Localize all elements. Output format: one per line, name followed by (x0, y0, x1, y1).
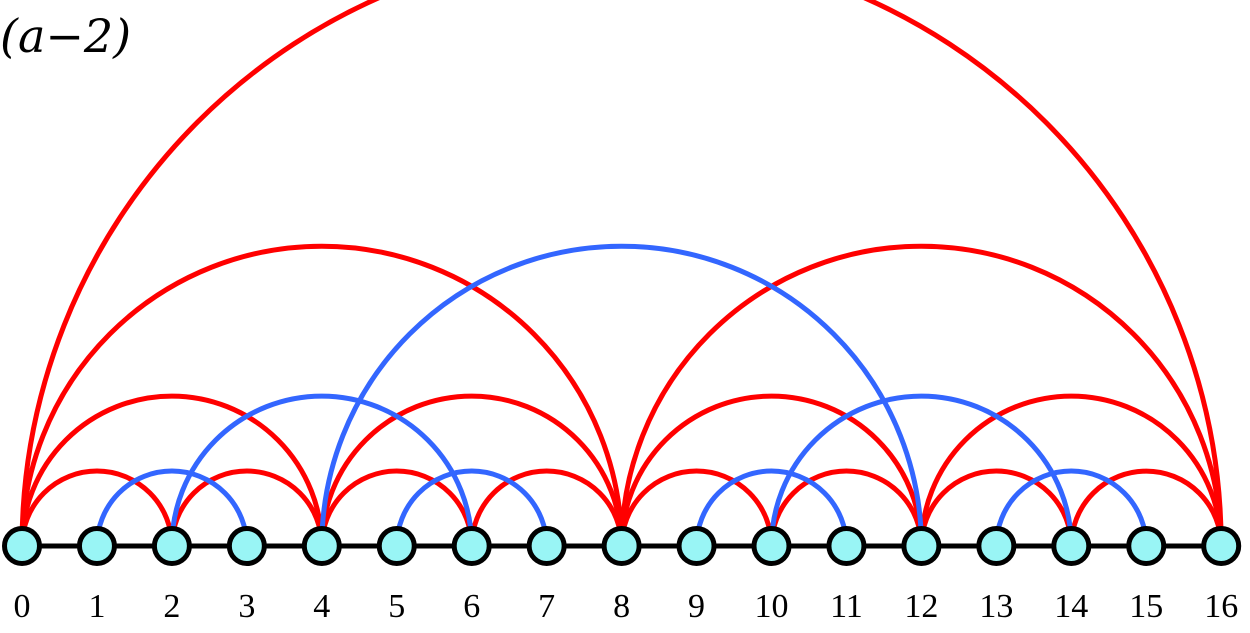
blue-arc-1-3 (94, 468, 250, 547)
red-arc-14-16 (1068, 468, 1224, 547)
panel-label: (a−2) (0, 9, 131, 63)
node-label-7: 7 (538, 588, 555, 625)
red-arc-4-6 (319, 468, 475, 547)
node-label-9: 9 (688, 588, 705, 625)
node-1 (76, 526, 117, 566)
node-label-14: 14 (1054, 588, 1088, 625)
node-label-13: 13 (979, 588, 1013, 625)
node-12 (901, 526, 942, 566)
blue-arc-4-12 (319, 243, 924, 547)
node-6 (451, 526, 492, 566)
blue-arc-9-11 (694, 468, 849, 547)
node-label-2: 2 (163, 588, 180, 625)
red-arc-4-8 (319, 393, 625, 547)
node-13 (976, 526, 1017, 566)
red-arcs (19, 0, 1224, 547)
node-15 (1126, 526, 1167, 566)
red-arc-0-4 (19, 393, 325, 547)
red-arc-8-10 (619, 468, 774, 547)
node-2 (151, 526, 192, 566)
node-label-5: 5 (388, 588, 405, 625)
blue-arc-5-7 (394, 468, 550, 547)
red-arc-8-12 (619, 393, 924, 547)
red-arc-12-14 (918, 468, 1074, 547)
red-arc-10-12 (769, 468, 924, 547)
node-label-3: 3 (238, 588, 255, 625)
node-label-10: 10 (755, 588, 789, 625)
node-16 (1201, 526, 1242, 566)
red-arc-2-4 (169, 468, 325, 547)
node-label-15: 15 (1129, 588, 1163, 625)
node-label-12: 12 (904, 588, 938, 625)
blue-arc-13-15 (993, 468, 1149, 547)
node-10 (751, 526, 792, 566)
nodes (2, 526, 1242, 566)
node-label-0: 0 (14, 588, 31, 625)
node-label-8: 8 (613, 588, 630, 625)
node-4 (301, 526, 342, 566)
node-label-1: 1 (88, 588, 105, 625)
node-label-4: 4 (313, 588, 330, 625)
node-label-6: 6 (463, 588, 480, 625)
red-arc-12-16 (918, 393, 1224, 547)
node-11 (826, 526, 867, 566)
red-arc-0-2 (19, 468, 175, 547)
node-8 (601, 526, 642, 566)
blue-arcs (94, 243, 1149, 547)
red-arc-0-8 (19, 243, 625, 547)
node-5 (376, 526, 417, 566)
node-9 (676, 526, 717, 566)
node-label-11: 11 (830, 588, 863, 625)
node-label-16: 16 (1204, 588, 1238, 625)
red-arc-8-16 (619, 243, 1224, 547)
node-3 (226, 526, 267, 566)
blue-arc-2-6 (169, 393, 475, 547)
red-arc-0-16 (19, 0, 1224, 547)
node-0 (2, 526, 42, 566)
node-14 (1051, 526, 1092, 566)
node-7 (526, 526, 567, 566)
red-arc-6-8 (469, 468, 625, 547)
blue-arc-10-14 (769, 393, 1074, 547)
